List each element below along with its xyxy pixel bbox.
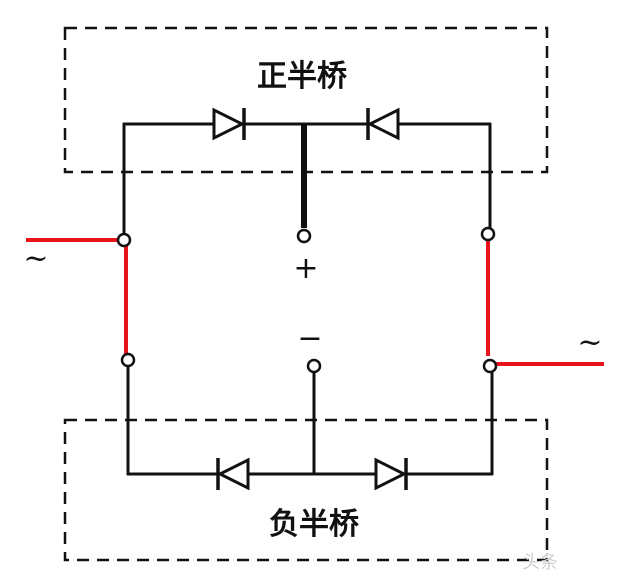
negative-sign: − [297, 321, 322, 356]
negative-half-bridge-label: 负半桥 [269, 507, 359, 542]
ac-left-wire [26, 238, 128, 354]
node-negative [306, 358, 322, 374]
positive-half-bridge-label: 正半桥 [257, 59, 347, 94]
watermark: 头条 [522, 552, 558, 573]
negative-half-bridge-box [63, 418, 549, 562]
node-right-top [480, 226, 496, 242]
diode-bottom-left [216, 457, 250, 491]
node-left-bottom [120, 352, 136, 368]
node-left-top [116, 232, 132, 248]
diode-top-left [212, 107, 246, 141]
diode-bottom-right [374, 457, 408, 491]
ac-right-symbol: ~ [577, 325, 602, 360]
node-positive [296, 228, 312, 244]
ac-left-symbol: ~ [23, 241, 48, 276]
ac-right-wire [486, 240, 604, 366]
positive-sign: + [293, 251, 318, 286]
node-right-bottom [482, 358, 498, 374]
diode-top-right [366, 107, 400, 141]
